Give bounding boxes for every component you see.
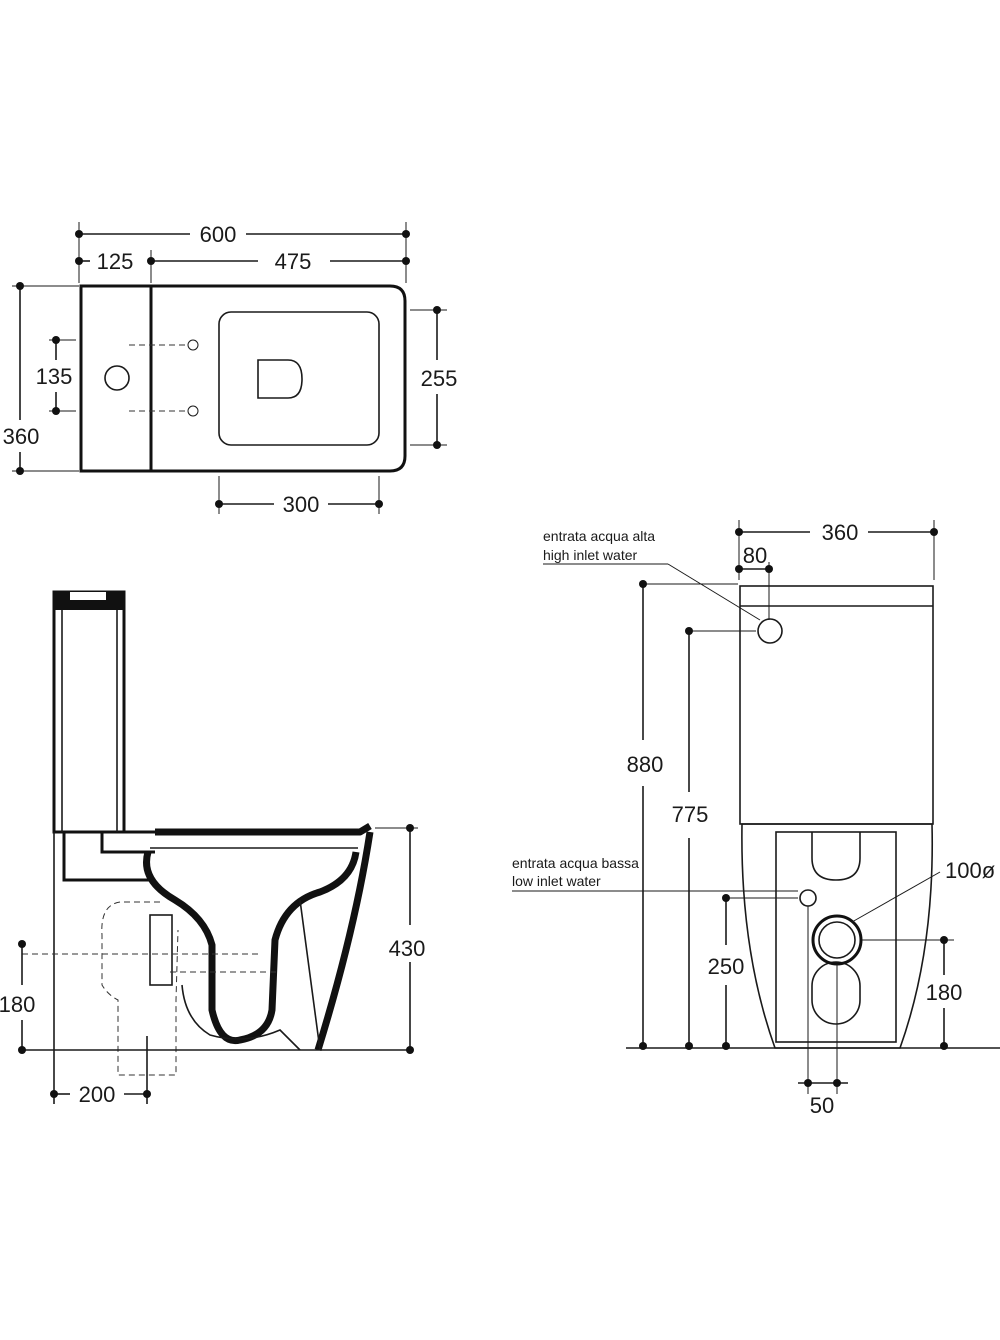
top-view-outline	[79, 284, 407, 473]
seat-hinge-shape	[257, 359, 303, 399]
tank-front-outline	[739, 585, 934, 825]
base-panel	[775, 831, 897, 1043]
outlet-pipe	[101, 901, 179, 1076]
dim-tank-width: 360	[822, 520, 859, 545]
outlet-ring-icon	[811, 914, 863, 966]
dim-low-inlet-offset: 50	[810, 1093, 834, 1118]
dim-outlet-diameter: 100ø	[945, 858, 995, 883]
side-view: 430 180 200	[0, 590, 426, 1107]
seat-side	[155, 822, 372, 836]
dim-bowl-height: 430	[389, 936, 426, 961]
dim-outlet-height-front: 180	[926, 980, 963, 1005]
label-high-inlet-en: high inlet water	[543, 547, 638, 563]
dim-total-depth: 360	[3, 424, 40, 449]
label-high-inlet-it: entrata acqua alta	[543, 528, 655, 544]
dim-seat-width: 255	[421, 366, 458, 391]
dim-total-width: 600	[200, 222, 237, 247]
lower-slot	[811, 961, 861, 1025]
dim-fixing-spacing: 135	[36, 364, 73, 389]
dim-high-inlet-offset: 80	[743, 543, 767, 568]
dim-total-height: 880	[627, 752, 664, 777]
dim-tank-depth: 125	[97, 249, 134, 274]
dim-seat-length: 300	[283, 492, 320, 517]
front-view: 360 80 880 775 250 180 50	[512, 520, 1000, 1118]
tank-side-outline	[52, 590, 126, 834]
label-low-inlet-en: low inlet water	[512, 873, 601, 889]
bowl-inner	[143, 851, 360, 1045]
fixing-hole-icon	[187, 339, 199, 351]
fixing-hole-icon	[187, 405, 199, 417]
seat-contour	[811, 832, 861, 881]
high-inlet-icon	[757, 618, 783, 644]
dim-bowl-length: 475	[275, 249, 312, 274]
dim-high-inlet-height: 775	[672, 802, 709, 827]
outlet-connector	[149, 914, 173, 986]
top-view: 600 125 475 360 135 255	[3, 222, 458, 517]
bowl-front	[314, 831, 374, 1052]
label-low-inlet-it: entrata acqua bassa	[512, 855, 639, 871]
dim-low-inlet-height: 250	[708, 954, 745, 979]
seat-outline	[218, 311, 380, 446]
dim-outlet-height: 180	[0, 992, 35, 1017]
low-inlet-icon	[799, 889, 817, 907]
dim-outlet-offset: 200	[79, 1082, 116, 1107]
tank-hole-icon	[104, 365, 130, 391]
